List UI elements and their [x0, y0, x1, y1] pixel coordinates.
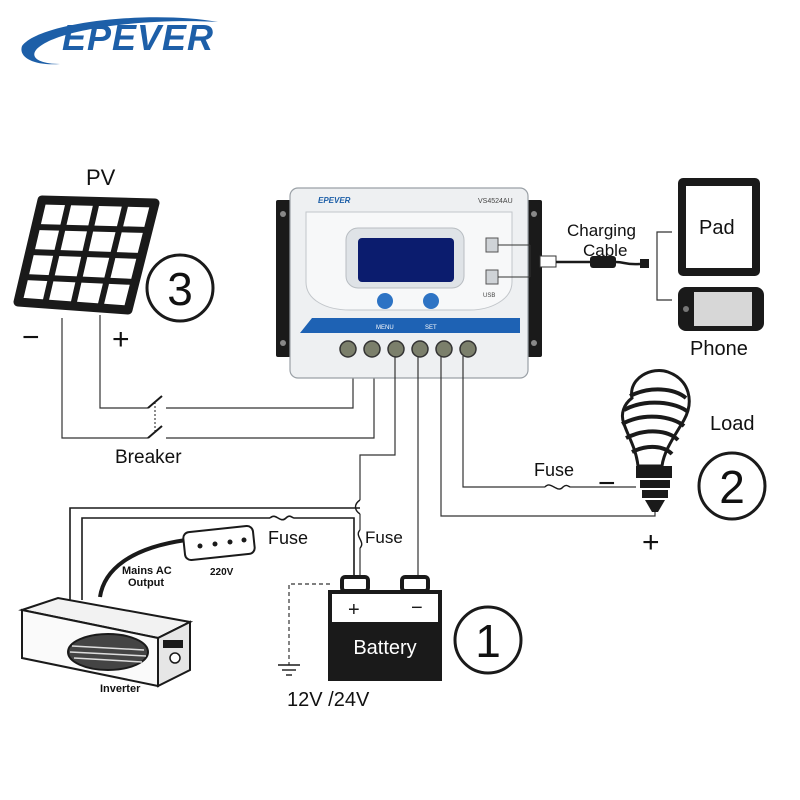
battery-minus: −	[411, 597, 423, 619]
battery-wires	[354, 356, 419, 577]
load-minus: −	[598, 467, 616, 500]
load-fuse-label: Fuse	[534, 460, 574, 480]
inverter-label: Inverter	[100, 683, 141, 695]
fuse-icon	[544, 484, 571, 490]
pv-number-badge: 3	[145, 253, 215, 323]
controller-model: VS4524AU	[478, 198, 513, 205]
epever-logo-icon: EPEVER	[21, 17, 219, 65]
battery-fuse-label: Fuse	[365, 528, 403, 547]
inverter-icon	[18, 596, 194, 688]
pv-minus: −	[22, 321, 40, 354]
pad-label: Pad	[699, 217, 735, 239]
battery-icon: + − Battery	[328, 575, 442, 681]
controller-set-label: SET	[425, 325, 437, 331]
battery-plus: +	[348, 599, 360, 621]
battery-label: Battery	[353, 637, 416, 659]
pv-title: PV	[86, 165, 116, 190]
tablet-icon	[678, 178, 760, 276]
battery-number-badge: 1	[453, 605, 523, 675]
breaker-switch-icon	[147, 395, 163, 439]
load-number-badge: 2	[697, 451, 767, 521]
solar-panel-icon	[13, 195, 160, 315]
load-number: 2	[719, 461, 745, 513]
inverter-fuse-label: Fuse	[268, 528, 308, 548]
load-plus: +	[642, 526, 660, 559]
fuse-icon	[269, 515, 295, 521]
breaker-label: Breaker	[115, 447, 182, 468]
inverter-wires	[69, 507, 360, 600]
ground-icon	[278, 583, 330, 676]
power-strip-icon	[98, 525, 256, 598]
pv-wires	[61, 315, 375, 439]
inverter-output-label-2: Output	[128, 577, 164, 589]
load-label: Load	[710, 413, 755, 435]
inverter-output-label-1: Mains AC	[122, 565, 172, 577]
charge-controller-icon: EPEVER VS4524AU MENU SET USB	[276, 187, 542, 379]
pv-number: 3	[167, 263, 193, 315]
phone-icon	[678, 287, 764, 331]
pv-plus: +	[112, 323, 130, 356]
controller-usb-label: USB	[483, 293, 495, 299]
charging-cable-label-2: Cable	[583, 241, 627, 260]
usb-cable-icon	[498, 244, 649, 278]
controller-menu-label: MENU	[376, 325, 394, 331]
controller-brand: EPEVER	[318, 196, 351, 205]
battery-number: 1	[475, 615, 501, 667]
light-bulb-icon	[620, 369, 691, 512]
brand-logo-text: EPEVER	[62, 17, 214, 58]
terminal-screws	[339, 340, 477, 358]
socket-voltage-label: 220V	[210, 567, 234, 578]
battery-voltage: 12V /24V	[287, 689, 370, 711]
load-wires	[440, 356, 656, 517]
phone-label: Phone	[690, 338, 748, 360]
charging-cable-label-1: Charging	[567, 221, 636, 240]
